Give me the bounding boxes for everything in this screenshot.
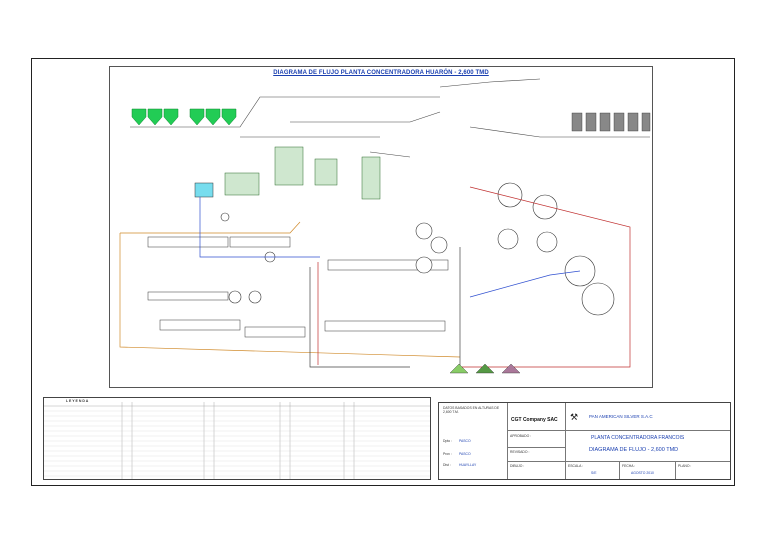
- dist-value: HUAYLLAY: [459, 463, 477, 467]
- ore-tanks-group: [131, 108, 237, 126]
- revisado-label: REVISADO :: [510, 450, 530, 454]
- prov-value: PASCO: [459, 452, 471, 456]
- title-block: DATOS BASADOS EN ALTURAS DE 2,600 T.M. C…: [438, 402, 731, 480]
- plano-label: PLANO :: [678, 464, 692, 468]
- legend-title: L E Y E N D A: [66, 399, 89, 403]
- flow-diagram: DIAGRAMA DE FLUJO PLANTA CONCENTRADORA H…: [109, 66, 653, 388]
- dpto-value: PASCO: [459, 439, 471, 443]
- aprobado-label: APROBADO :: [510, 434, 532, 438]
- fecha-value: AGOSTO 2010: [631, 471, 654, 475]
- legend-grid: [44, 402, 430, 479]
- dpto-label: Dpto :: [443, 439, 453, 443]
- project-line-2: DIAGRAMA DE FLUJO - 2,600 TMD: [589, 447, 679, 453]
- company-name: CGT Company SAC: [511, 417, 558, 423]
- diagram-title: DIAGRAMA DE FLUJO PLANTA CONCENTRADORA H…: [273, 70, 489, 76]
- title-block-note: DATOS BASADOS EN ALTURAS DE 2,600 T.M.: [443, 406, 500, 414]
- escala-value: S/E: [591, 471, 597, 475]
- legend-table: L E Y E N D A: [43, 397, 431, 480]
- escala-label: ESCALA :: [568, 464, 584, 468]
- client-logo-icon: ⚒: [570, 412, 579, 422]
- client-name: PAN AMERICAN SILVER S.A.C: [589, 414, 653, 419]
- dibujo-label: DIBUJO :: [510, 464, 525, 468]
- flowsheet-drawing: [119, 78, 651, 374]
- drawing-sheet-border: [31, 58, 735, 486]
- project-line-1: PLANTA CONCENTRADORA FRANCOIS: [591, 435, 685, 441]
- dist-label: Dist :: [443, 463, 451, 467]
- prov-label: Prov :: [443, 452, 452, 456]
- fecha-label: FECHA :: [622, 464, 636, 468]
